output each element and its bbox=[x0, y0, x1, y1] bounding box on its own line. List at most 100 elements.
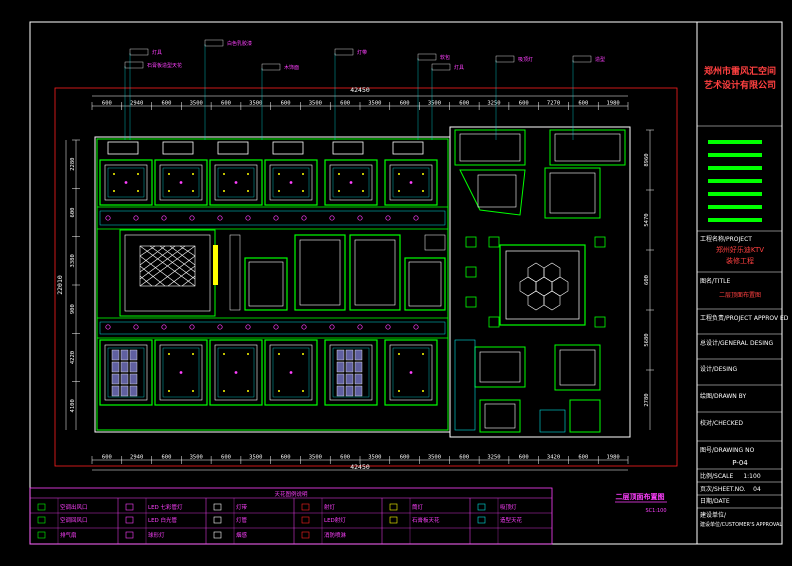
design-label: 设计/DESING bbox=[700, 365, 737, 373]
dimension-label: 600 bbox=[459, 101, 469, 107]
room-outline bbox=[154, 339, 208, 406]
central-hall-grid bbox=[139, 245, 196, 287]
dimension-label: 3500 bbox=[249, 101, 262, 107]
legend-item-label: 空调出风口 bbox=[60, 503, 88, 511]
dimension-label: 600 bbox=[70, 208, 76, 218]
legend-symbol bbox=[125, 531, 134, 539]
dimension-label: 3500 bbox=[428, 455, 441, 461]
legend-item-label: 灯带 bbox=[236, 503, 248, 511]
scale-value: 1:100 bbox=[743, 473, 760, 480]
dimension-label: 3250 bbox=[487, 455, 500, 461]
room-outline bbox=[209, 339, 263, 406]
dimension-label: 3380 bbox=[70, 254, 76, 267]
legend-symbol bbox=[37, 516, 46, 524]
scale-label: 比例/SCALE bbox=[700, 472, 733, 480]
dimension-label: 8960 bbox=[644, 153, 650, 166]
legend-item-label: 空调回风口 bbox=[60, 516, 88, 524]
legend-symbol bbox=[389, 516, 398, 524]
dimension-label: 3500 bbox=[309, 101, 322, 107]
title-block: 郑州市雷风汇空间 艺术设计有限公司 工程名称/PROJECT 郑州好乐迪KTV … bbox=[697, 65, 789, 528]
dimension-label: 1980 bbox=[606, 455, 619, 461]
legend-title: 天花图例说明 bbox=[274, 490, 308, 498]
dimension-label: 600 bbox=[102, 455, 112, 461]
total-width-bottom: 42450 bbox=[350, 463, 370, 471]
callout-label: 木饰面 bbox=[284, 64, 299, 71]
legend-item-label: 射灯 bbox=[324, 503, 336, 511]
legend-item-label: 灯管 bbox=[236, 516, 248, 524]
dimension-label: 600 bbox=[161, 101, 171, 107]
dimension-label: 5470 bbox=[644, 213, 650, 226]
legend-item-label: LED射灯 bbox=[324, 516, 346, 524]
dimension-label: 1980 bbox=[606, 101, 619, 107]
total-width-top: 42450 bbox=[350, 86, 370, 94]
dimension-label: 3500 bbox=[368, 101, 381, 107]
callout-label: 灯带 bbox=[357, 49, 367, 56]
dimension-label: 3500 bbox=[309, 455, 322, 461]
approved-label: 工程负责/PROJECT APPROV ED bbox=[700, 314, 789, 322]
dimension-label: 3420 bbox=[547, 455, 560, 461]
room-outline bbox=[324, 159, 378, 206]
dimension-label: 600 bbox=[102, 101, 112, 107]
legend-item-label: 造型天花 bbox=[500, 516, 523, 524]
dimension-label: 600 bbox=[519, 455, 529, 461]
room-outline bbox=[264, 159, 318, 206]
dimension-label: 3500 bbox=[428, 101, 441, 107]
callout-label: 石膏板造型天花 bbox=[147, 62, 182, 69]
drawing-no: P-04 bbox=[732, 459, 748, 467]
drawn-by-label: 绘图/DRAWN BY bbox=[700, 392, 746, 400]
dimension-label: 600 bbox=[644, 275, 650, 285]
dimension-label: 3500 bbox=[249, 455, 262, 461]
room-outline bbox=[209, 159, 263, 206]
legend-symbol bbox=[213, 503, 222, 511]
sheet-no-label: 页次/SHEET.NO. bbox=[700, 485, 746, 493]
legend-item-label: LED 七彩管灯 bbox=[148, 503, 183, 511]
dimension-label: 600 bbox=[400, 101, 410, 107]
dimension-label: 900 bbox=[70, 304, 76, 314]
dimension-label: 4220 bbox=[70, 351, 76, 364]
dimension-label: 600 bbox=[281, 455, 291, 461]
legend-item-label: 吸顶灯 bbox=[500, 503, 517, 511]
callout-label: 灯具 bbox=[454, 64, 464, 71]
legend-item-label: LED 白光管 bbox=[148, 516, 178, 524]
green-bar-stack bbox=[708, 140, 762, 222]
legend-symbol bbox=[125, 503, 134, 511]
legend-symbol bbox=[389, 503, 398, 511]
dimension-label: 600 bbox=[161, 455, 171, 461]
dimension-label: 600 bbox=[221, 101, 231, 107]
sheet-no: 04 bbox=[753, 486, 761, 493]
project-sub: 装修工程 bbox=[726, 256, 754, 265]
room-outline bbox=[154, 159, 208, 206]
checked-label: 校对/CHECKED bbox=[700, 419, 743, 427]
dimension-label: 600 bbox=[221, 455, 231, 461]
legend-symbol bbox=[37, 503, 46, 511]
dimension-label: 2780 bbox=[644, 393, 650, 406]
legend-item-label: 筒灯 bbox=[412, 503, 424, 511]
title-value: 二层顶面布置图 bbox=[719, 291, 761, 299]
legend-symbol bbox=[213, 531, 222, 539]
dimension-label: 600 bbox=[281, 101, 291, 107]
dimension-label: 600 bbox=[400, 455, 410, 461]
legend-item-label: 烟感 bbox=[236, 531, 248, 539]
callout-label: 吸顶灯 bbox=[518, 56, 533, 63]
drawing-caption-scale: SC1:100 bbox=[645, 508, 666, 514]
project-name: 郑州好乐迪KTV bbox=[716, 245, 764, 254]
hex-ceiling-pattern bbox=[519, 262, 569, 311]
dimension-label: 3500 bbox=[190, 101, 203, 107]
callout-label: 灯具 bbox=[152, 49, 162, 56]
legend-item-label: 球形灯 bbox=[148, 531, 165, 539]
project-label: 工程名称/PROJECT bbox=[700, 235, 752, 243]
drawing-no-label: 图号/DRAWING NO bbox=[700, 447, 755, 454]
top-row-rooms bbox=[99, 141, 438, 330]
title-label: 图名/TITLE bbox=[700, 277, 730, 285]
dimension-label: 3250 bbox=[487, 101, 500, 107]
callout-label: 软包 bbox=[440, 54, 450, 61]
dimension-label: 3500 bbox=[190, 455, 203, 461]
room-outline bbox=[384, 159, 438, 206]
company-name-line1: 郑州市雷风汇空间 bbox=[704, 65, 776, 77]
